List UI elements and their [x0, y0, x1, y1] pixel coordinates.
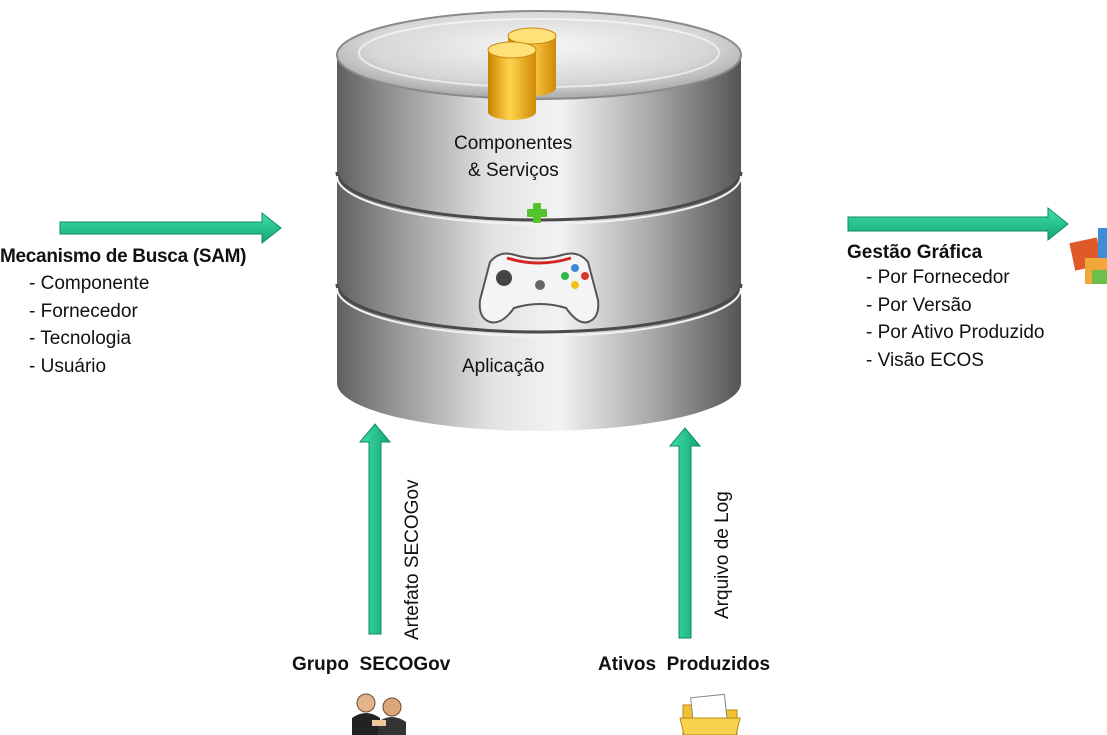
gold-stack-icon	[487, 27, 557, 120]
gamepad-icon	[478, 252, 600, 324]
log-file-arrow-label: Arquivo de Log	[712, 491, 733, 619]
list-item: Por Fornecedor	[866, 264, 1044, 292]
components-label-line2: & Serviços	[468, 160, 559, 181]
group-secogov-title: Grupo SECOGov	[292, 654, 451, 675]
artifact-arrow-label: Artefato SECOGov	[402, 479, 423, 640]
up-arrow-right	[668, 427, 702, 639]
folder-icon	[679, 693, 741, 735]
list-item: Visão ECOS	[866, 347, 1044, 375]
application-label: Aplicação	[462, 356, 545, 377]
up-arrow-left	[358, 423, 392, 635]
graphic-management-title: Gestão Gráfica	[847, 242, 983, 263]
components-label-line1: Componentes	[454, 133, 573, 154]
users-icon	[352, 693, 406, 735]
list-item: Por Ativo Produzido	[866, 319, 1045, 347]
right-arrow	[847, 206, 1069, 242]
plus-icon	[527, 203, 547, 223]
list-item: Componente	[29, 270, 150, 298]
left-arrow	[59, 211, 282, 245]
colored-blocks-icon	[1069, 228, 1107, 284]
list-item: Fornecedor	[29, 298, 149, 326]
produced-assets-title: Ativos Produzidos	[598, 654, 771, 675]
search-engine-title: Mecanismo de Busca (SAM)	[0, 246, 247, 267]
search-engine-list: Componente Fornecedor Tecnologia Usuário	[29, 270, 149, 380]
list-item: Tecnologia	[29, 325, 149, 353]
list-item: Por Versão	[866, 292, 1044, 320]
list-item: Usuário	[29, 353, 149, 381]
graphic-management-list: Por Fornecedor Por Versão Por Ativo Prod…	[866, 264, 1045, 375]
